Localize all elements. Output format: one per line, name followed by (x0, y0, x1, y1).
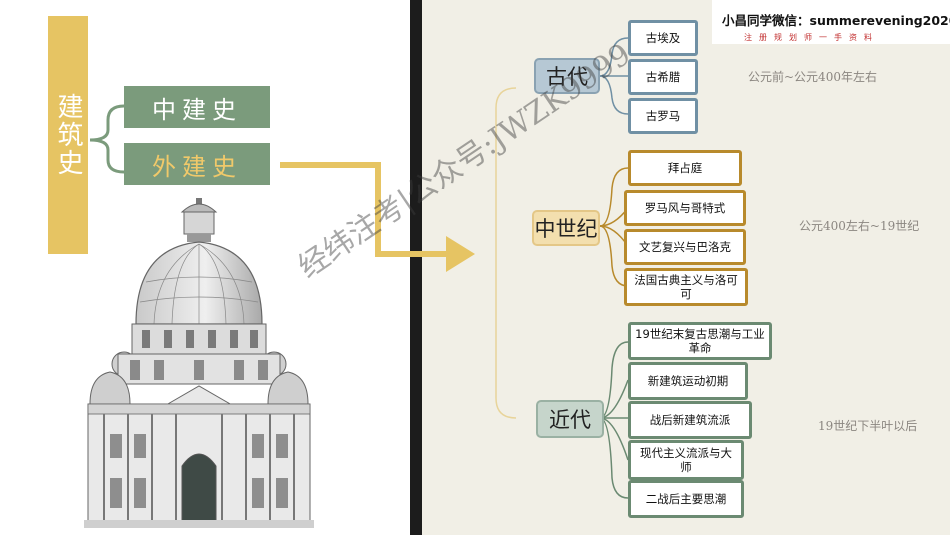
branch-bracket (89, 104, 125, 174)
architecture-history-title: 建筑史 (48, 16, 88, 254)
item-byzantine: 拜占庭 (628, 150, 742, 186)
item-renaissance-baroque: 文艺复兴与巴洛克 (624, 229, 746, 265)
item-ancient-rome: 古罗马 (628, 98, 698, 134)
note-ancient-period: 公元前~公元400年左右 (748, 70, 877, 84)
item-modernism-masters: 现代主义流派与大师 (628, 440, 744, 480)
item-ancient-greece: 古希腊 (628, 59, 698, 95)
wechat-subtitle: 注册规划师一手资料 (744, 33, 879, 42)
item-french-classicism-rococo: 法国古典主义与洛可可 (624, 268, 748, 306)
item-ancient-egypt: 古埃及 (628, 20, 698, 56)
wechat-banner (712, 0, 950, 44)
church-dome-illustration (84, 198, 314, 528)
note-modern-period: 19世纪下半叶以后 (818, 419, 918, 433)
connector-arrow (280, 162, 475, 272)
era-ancient: 古代 (534, 58, 600, 94)
chinese-architecture-history-box: 中建史 (124, 86, 270, 128)
item-early-new-architecture: 新建筑运动初期 (628, 362, 748, 400)
note-medieval-period: 公元400左右~19世纪 (799, 219, 920, 233)
era-bracket (495, 87, 517, 419)
era-modern: 近代 (536, 400, 604, 438)
item-postwar-trends: 二战后主要思潮 (628, 480, 744, 518)
wechat-title: 小昌同学微信：summerevening2020 (722, 13, 950, 28)
foreign-architecture-history-box: 外建史 (124, 143, 270, 185)
panel-divider (410, 0, 422, 535)
item-postwar-schools: 战后新建筑流派 (628, 401, 752, 439)
item-19c-revival-industrial: 19世纪末复古思潮与工业革命 (628, 322, 772, 360)
item-romanesque-gothic: 罗马风与哥特式 (624, 190, 746, 226)
era-medieval: 中世纪 (532, 210, 600, 246)
